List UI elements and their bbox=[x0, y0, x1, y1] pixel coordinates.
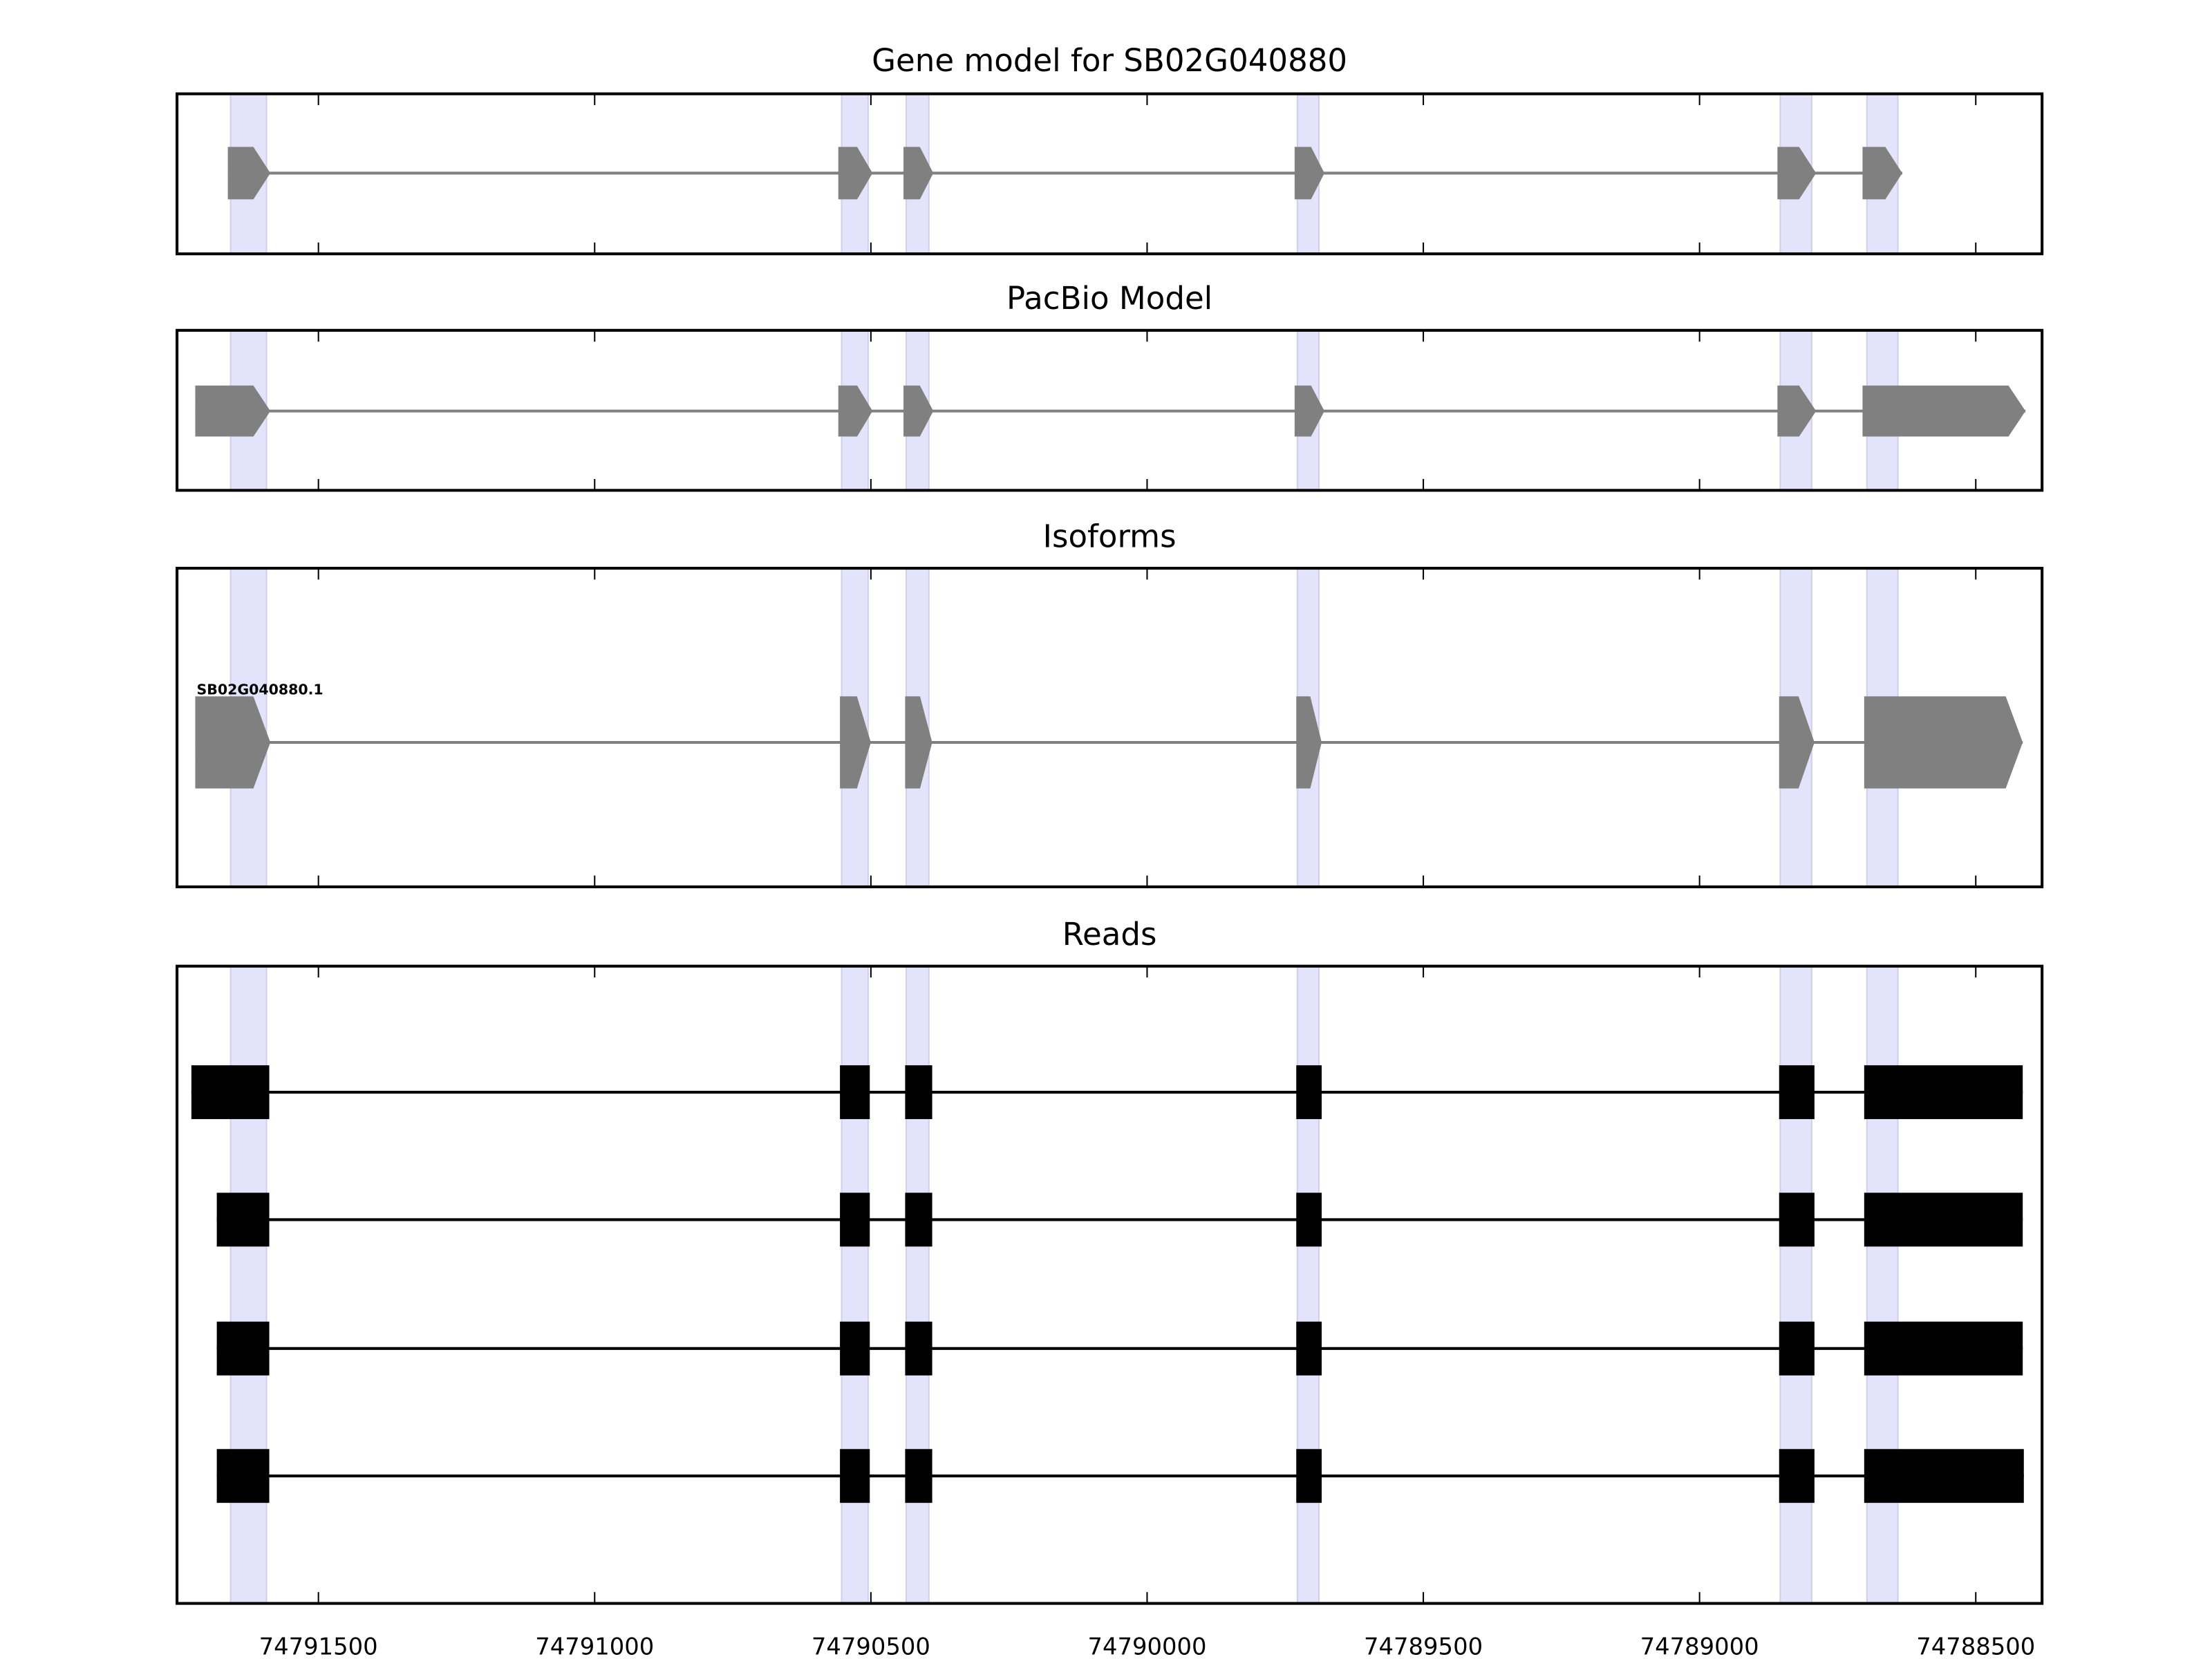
read-block bbox=[216, 1321, 270, 1376]
read-block bbox=[1864, 1449, 2024, 1503]
read-block bbox=[905, 1065, 932, 1119]
exon-highlight-band bbox=[1866, 965, 1899, 1604]
exon-highlight-band bbox=[841, 965, 869, 1604]
read-block bbox=[1296, 1321, 1322, 1376]
exon-arrow bbox=[227, 147, 271, 200]
x-tick-label: 74791500 bbox=[259, 1633, 378, 1659]
read-block bbox=[1779, 1192, 1815, 1247]
axes-frame bbox=[176, 328, 2044, 492]
exon-arrow bbox=[195, 696, 271, 789]
read-block bbox=[1779, 1321, 1815, 1376]
exon-highlight-band bbox=[1779, 965, 1812, 1604]
read-block bbox=[1864, 1192, 2023, 1247]
exon-highlight-band bbox=[905, 965, 930, 1604]
read-block bbox=[1779, 1449, 1815, 1503]
axes-frame bbox=[176, 964, 2044, 1605]
read-block bbox=[905, 1449, 932, 1503]
panel-title: Reads bbox=[1062, 916, 1157, 953]
exon-arrow bbox=[838, 385, 873, 437]
x-tick-label: 74790000 bbox=[1087, 1633, 1206, 1659]
read-block bbox=[905, 1321, 932, 1376]
exon-arrow bbox=[1779, 696, 1815, 789]
read-block bbox=[1864, 1321, 2023, 1376]
x-tick-label: 74791000 bbox=[535, 1633, 654, 1659]
read-block bbox=[1296, 1449, 1322, 1503]
panel-gene-model-for-sb02g040880: Gene model for SB02G040880 bbox=[176, 42, 2044, 256]
isoform-label: SB02G040880.1 bbox=[197, 681, 324, 697]
exon-arrow bbox=[838, 147, 873, 200]
read-block bbox=[216, 1449, 270, 1503]
exon-arrow bbox=[1864, 696, 2023, 789]
axes-frame bbox=[176, 92, 2044, 256]
read-block bbox=[840, 1449, 870, 1503]
exon-arrow bbox=[1296, 696, 1322, 789]
panel-title: PacBio Model bbox=[1006, 280, 1212, 317]
panel-title: Gene model for SB02G040880 bbox=[872, 42, 1347, 79]
axes-frame bbox=[176, 566, 2044, 889]
exon-arrow bbox=[840, 696, 871, 789]
exon-arrow bbox=[903, 385, 934, 437]
panel-title: Isoforms bbox=[1043, 518, 1177, 554]
exon-highlight-band bbox=[229, 965, 268, 1604]
read-block bbox=[840, 1192, 870, 1247]
read-block bbox=[216, 1192, 270, 1247]
x-tick-label: 74789500 bbox=[1364, 1633, 1483, 1659]
read-block bbox=[1779, 1065, 1815, 1119]
exon-arrow bbox=[195, 385, 271, 437]
panel-reads: Reads bbox=[176, 916, 2044, 1605]
exon-arrow bbox=[1294, 147, 1325, 200]
x-tick-label: 74790500 bbox=[812, 1633, 930, 1659]
exon-highlight-band bbox=[1296, 965, 1320, 1604]
read-block bbox=[1864, 1065, 2023, 1119]
exon-arrow bbox=[1862, 147, 1902, 200]
read-block bbox=[1296, 1192, 1322, 1247]
read-block bbox=[191, 1065, 270, 1119]
exon-arrow bbox=[1777, 147, 1817, 200]
exon-arrow bbox=[1777, 385, 1817, 437]
exon-arrow bbox=[905, 696, 932, 789]
x-tick-label: 74789000 bbox=[1640, 1633, 1759, 1659]
read-block bbox=[840, 1065, 870, 1119]
read-block bbox=[905, 1192, 932, 1247]
panel-pacbio-model: PacBio Model bbox=[176, 280, 2044, 492]
exon-arrow bbox=[1862, 385, 2026, 437]
read-block bbox=[1296, 1065, 1322, 1119]
exon-arrow bbox=[1294, 385, 1325, 437]
read-block bbox=[840, 1321, 870, 1376]
exon-arrow bbox=[903, 147, 934, 200]
x-tick-label: 74788500 bbox=[1916, 1633, 2035, 1659]
